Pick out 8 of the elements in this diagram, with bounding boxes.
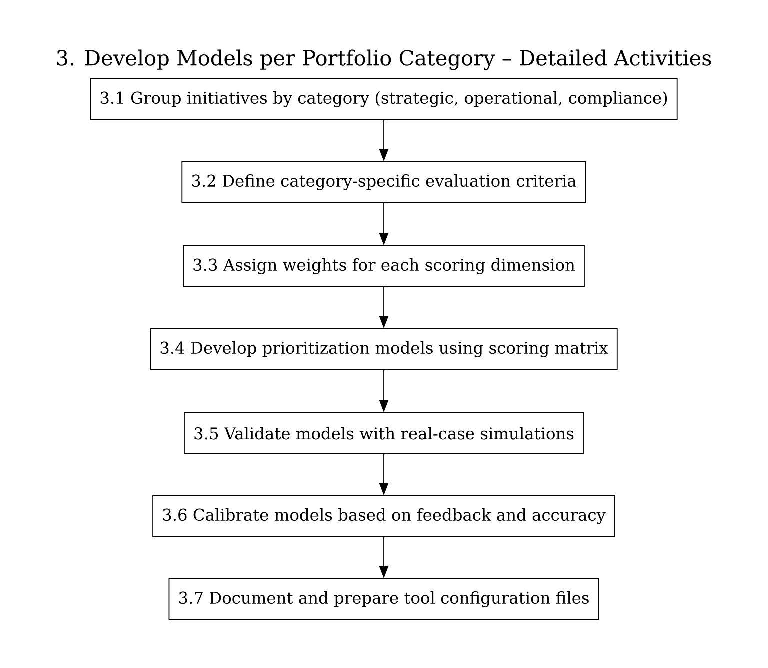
process-box: 3.5 Validate models with real-case simulations [184, 412, 584, 454]
process-box: 3.1 Group initiatives by category (strategic, operational, compliance) [90, 78, 678, 120]
process-box: 3.6 Calibrate models based on feedback and accuracy [152, 496, 616, 538]
process-box: 3.2 Define category-specific evaluation criteria [182, 162, 586, 204]
process-box: 3.7 Document and prepare tool configuration files [168, 578, 600, 620]
process-box: 3.4 Develop prioritization models using scoring matrix [150, 328, 618, 370]
diagram-title: 3. Develop Models per Portfolio Category – Detailed Activities [57, 50, 712, 70]
process-box: 3.3 Assign weights for each scoring dimension [183, 246, 585, 288]
